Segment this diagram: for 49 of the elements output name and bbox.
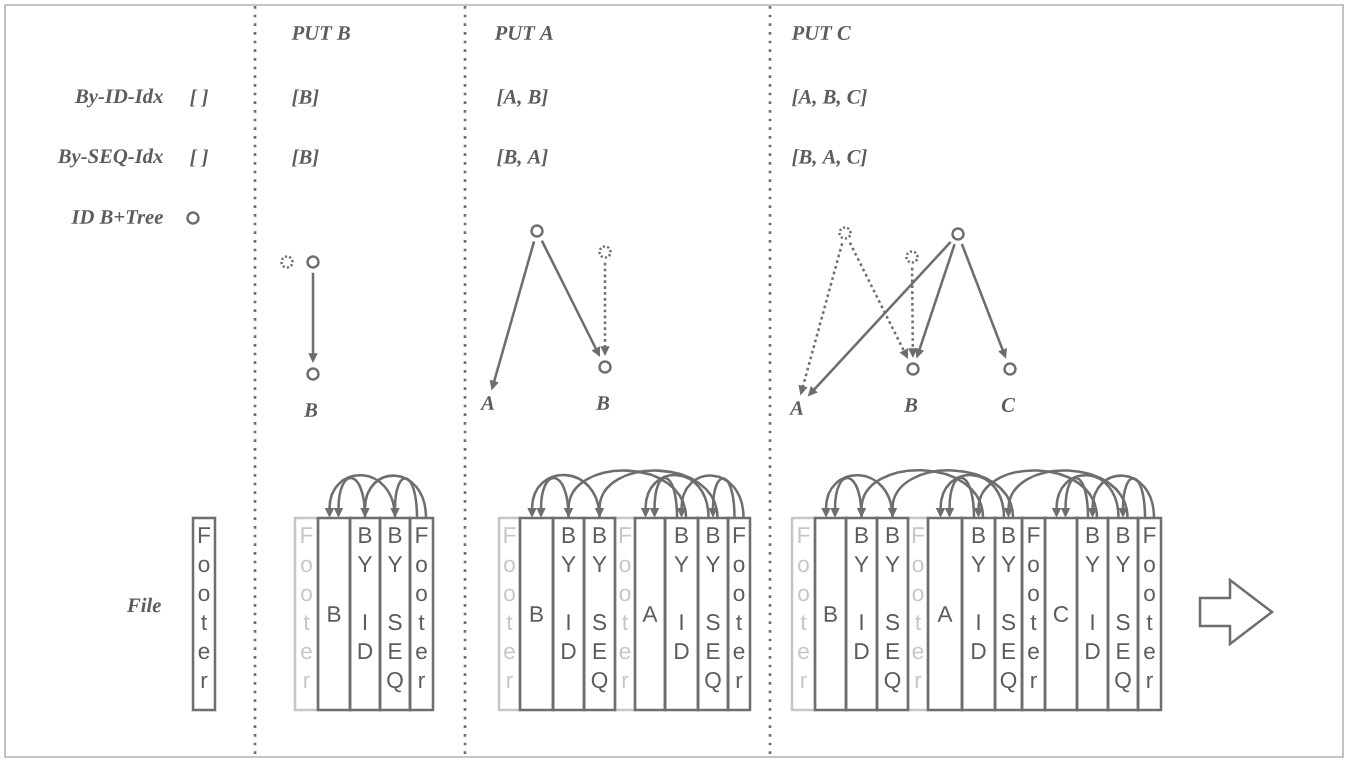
file-segment: BY ID bbox=[1075, 516, 1110, 712]
file-segment: Footer bbox=[726, 516, 752, 712]
leaf-label: C bbox=[1001, 398, 1016, 412]
file-segment: BY SEQ bbox=[875, 516, 910, 712]
file-segment: B bbox=[813, 516, 848, 712]
leaf-label: B bbox=[595, 396, 610, 410]
leaf-label: B bbox=[903, 398, 918, 412]
index-list: [B, A, C] bbox=[792, 149, 867, 167]
column-heading: PUT B bbox=[291, 26, 350, 40]
file-segment: BY ID bbox=[663, 516, 700, 712]
file-segment: BY ID bbox=[844, 516, 879, 712]
file-segment: BY SEQ bbox=[1106, 516, 1140, 712]
file-segment: Footer bbox=[191, 516, 217, 712]
file-segment: C bbox=[1043, 516, 1079, 712]
index-list: [B, A] bbox=[497, 149, 548, 167]
file-segment: A bbox=[926, 516, 964, 712]
file-segment: Footer bbox=[613, 516, 637, 712]
file-segment: Footer bbox=[408, 516, 435, 712]
file-segment: BY SEQ bbox=[696, 516, 730, 712]
file-segment: BY SEQ bbox=[378, 516, 412, 712]
leaf-label: B bbox=[303, 403, 318, 417]
file-segment: Footer bbox=[790, 516, 817, 712]
row-label: By-SEQ-Idx bbox=[57, 148, 163, 168]
file-segment: A bbox=[633, 516, 667, 712]
row-label: By-ID-Idx bbox=[74, 88, 163, 108]
index-list: [A, B] bbox=[497, 89, 548, 107]
file-segment: BY ID bbox=[348, 516, 382, 712]
index-list: [B] bbox=[292, 89, 319, 107]
file-segment: B bbox=[518, 516, 555, 712]
column-heading: PUT C bbox=[791, 26, 851, 40]
file-segment: Footer bbox=[906, 516, 930, 712]
file-segment: Footer bbox=[1136, 516, 1163, 712]
file-segment: BY SEQ bbox=[993, 516, 1024, 712]
file-segment: Footer bbox=[1020, 516, 1047, 712]
file-segment: BY ID bbox=[960, 516, 997, 712]
empty-list: [ ] bbox=[190, 89, 208, 107]
file-segment: Footer bbox=[293, 516, 320, 712]
empty-list: [ ] bbox=[190, 149, 208, 167]
file-segment: BY SEQ bbox=[582, 516, 617, 712]
row-label: ID B+Tree bbox=[71, 210, 163, 224]
row-label: File bbox=[126, 597, 161, 613]
index-list: [B] bbox=[292, 149, 319, 167]
column-heading: PUT A bbox=[494, 26, 553, 40]
file-segment: BY ID bbox=[551, 516, 586, 712]
index-list: [A, B, C] bbox=[792, 89, 867, 107]
file-segment: B bbox=[316, 516, 352, 712]
leaf-label: A bbox=[789, 401, 804, 415]
leaf-label: A bbox=[480, 396, 495, 410]
file-segment: Footer bbox=[497, 516, 522, 712]
